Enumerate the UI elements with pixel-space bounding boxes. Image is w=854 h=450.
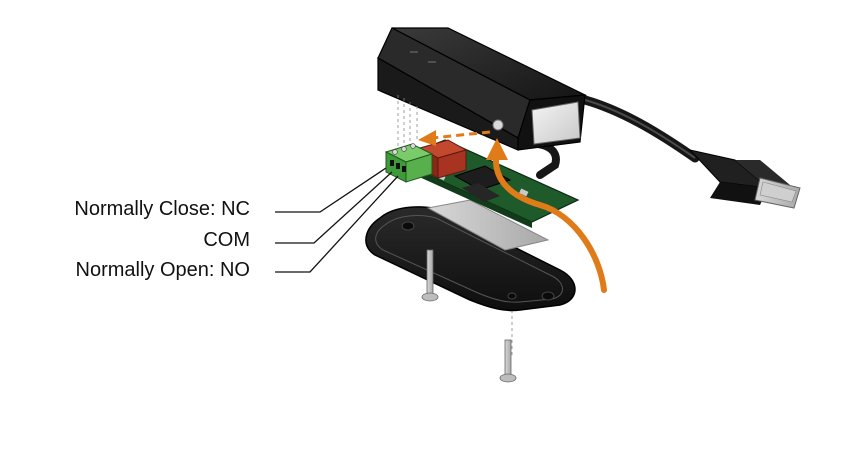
usb-plug-icon <box>688 149 801 209</box>
assembly-arrow-curved <box>486 138 607 293</box>
terminal-block <box>384 143 434 183</box>
housing-top <box>377 27 588 151</box>
label-normally-open: Normally Open: NO <box>75 259 251 281</box>
leader-line-no <box>275 175 399 273</box>
assembly-arrow-dashed <box>418 130 491 146</box>
label-com: COM <box>203 229 250 251</box>
base-plate <box>365 206 576 312</box>
label-normally-close: Normally Close: NC <box>74 198 250 220</box>
screw-left <box>421 249 439 302</box>
screw-right <box>499 339 517 383</box>
metal-plate <box>426 199 550 251</box>
leader-line-com <box>275 171 393 244</box>
leader-line-nc <box>275 167 387 213</box>
leader-lines <box>275 167 399 273</box>
